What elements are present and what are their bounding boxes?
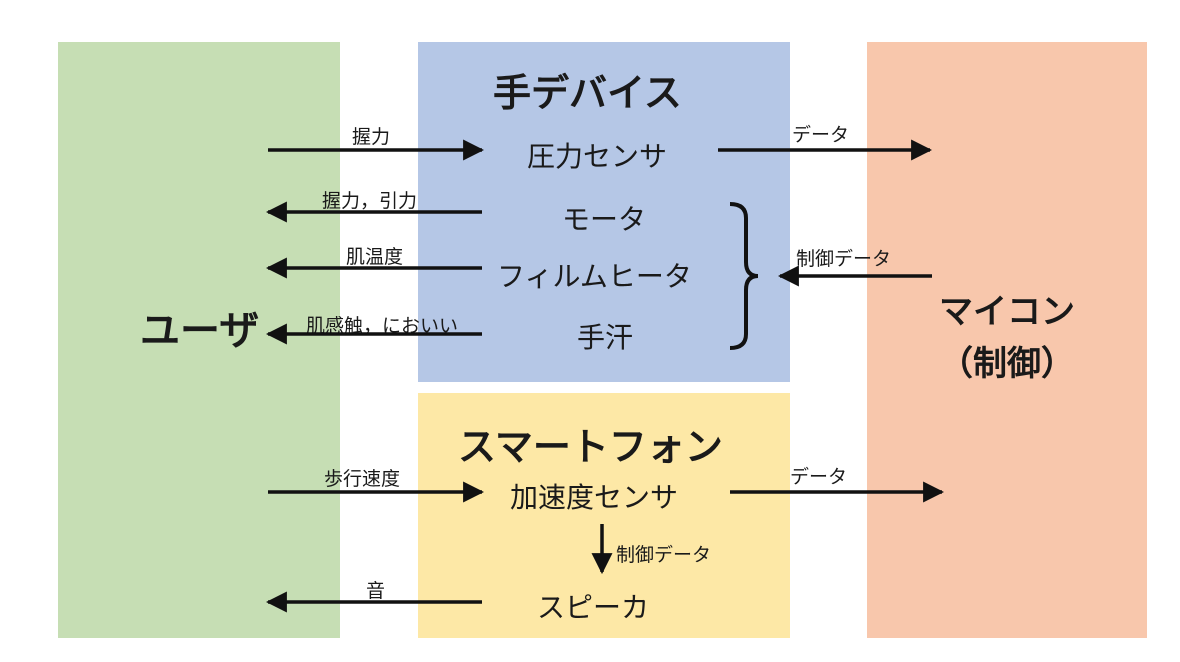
smartphone-title: スマートフォン <box>458 425 723 469</box>
pressure-sensor: 圧力センサ <box>527 140 668 173</box>
edge-label-control-hand: 制御データ <box>796 248 892 270</box>
mcu-label-line2: （制御） <box>939 344 1075 384</box>
edge-label-control-phone: 制御データ <box>616 544 712 566</box>
edge-label-grip-out: 握力，引力 <box>322 190 418 212</box>
film-heater: フィルムヒータ <box>497 260 692 293</box>
mcu-label: マイコン （制御） <box>905 286 1109 390</box>
curly-brace <box>729 202 759 350</box>
edge-label-sound: 音 <box>366 580 386 602</box>
user-block <box>58 42 340 638</box>
edge-label-data-hand: データ <box>792 124 850 146</box>
mcu-label-line1: マイコン <box>939 292 1075 332</box>
edge-label-grip-in: 握力 <box>352 126 391 148</box>
hand-sweat: 手汗 <box>577 321 634 354</box>
hand-device-title: 手デバイス <box>493 71 682 115</box>
edge-label-skin-temp: 肌温度 <box>346 246 404 268</box>
smartphone-block <box>418 393 790 638</box>
edge-label-data-phone: データ <box>790 466 848 488</box>
accelerometer: 加速度センサ <box>510 481 679 514</box>
speaker: スピーカ <box>537 591 650 624</box>
motor: モータ <box>562 203 647 236</box>
user-label: ユーザ <box>140 308 260 354</box>
edge-label-skin-touch: 肌感触，においい <box>306 315 459 337</box>
edge-label-walk-speed: 歩行速度 <box>324 468 401 490</box>
